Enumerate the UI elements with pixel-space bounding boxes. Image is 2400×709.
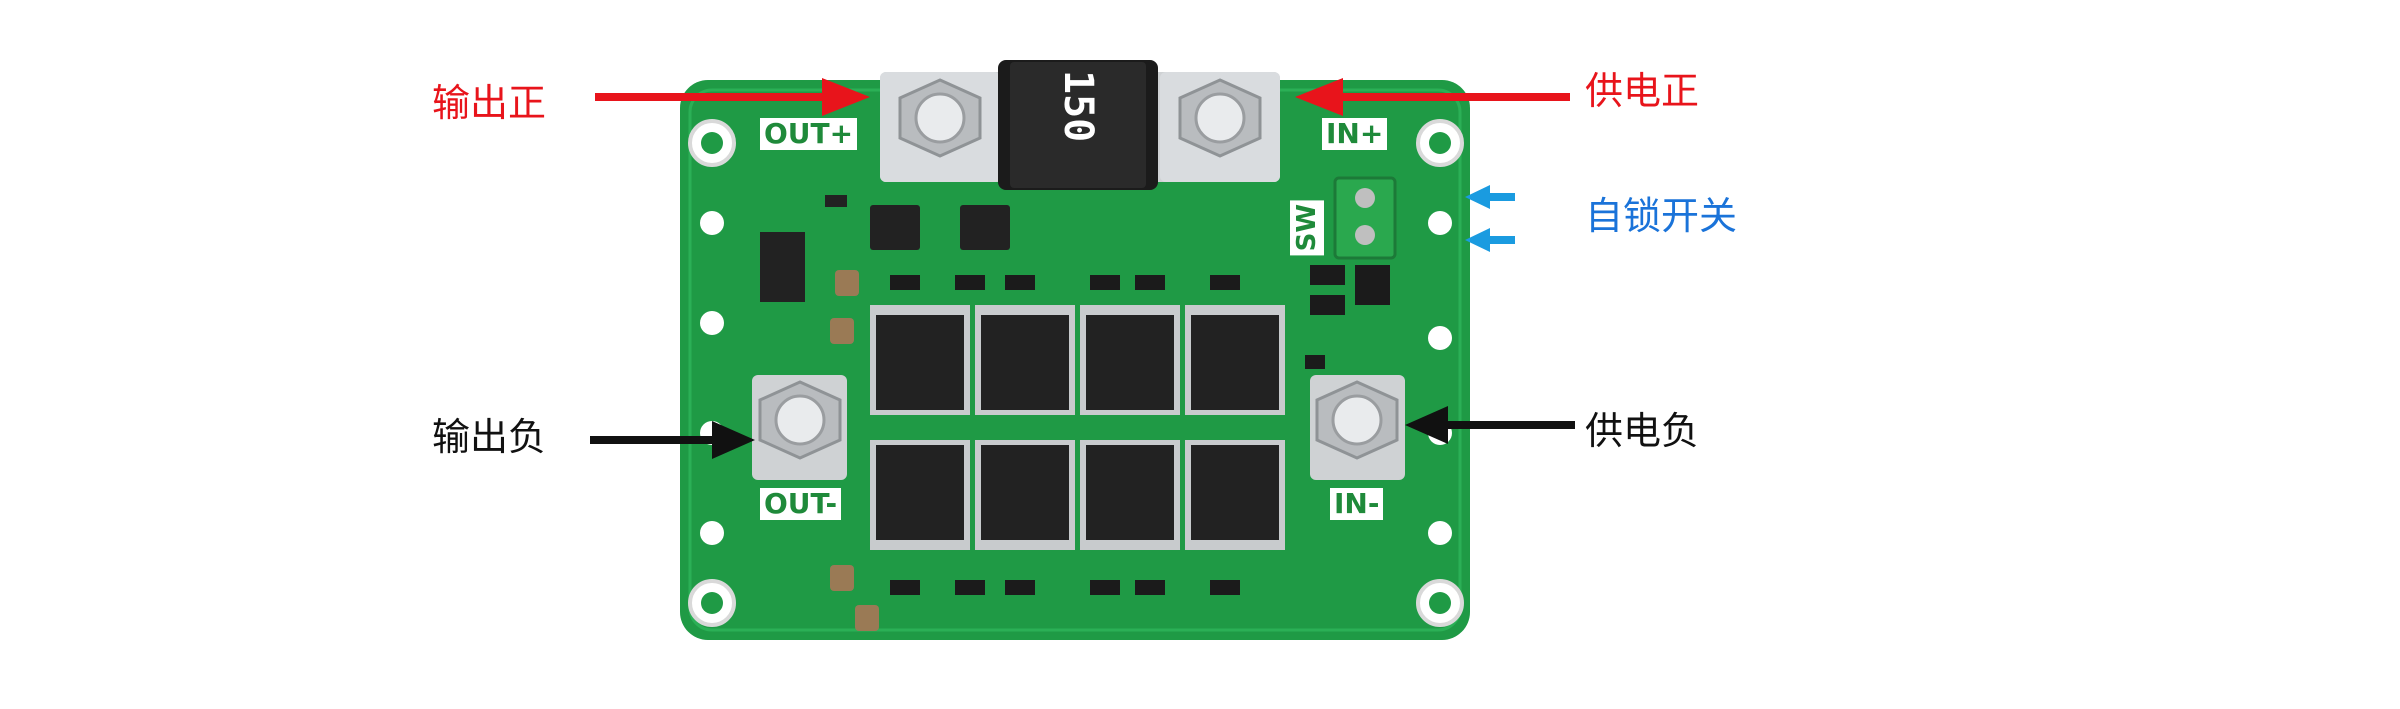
silk-in-pos: IN+	[1322, 118, 1388, 150]
mosfets-lower	[870, 440, 1285, 550]
arrow-out-pos	[595, 78, 870, 116]
mosfets-upper	[870, 305, 1285, 415]
label-in-neg: 供电负	[1585, 409, 1700, 453]
arrow-switch	[1465, 185, 1515, 252]
silk-sw: SW	[1290, 200, 1324, 256]
fuse-value: 150	[1055, 70, 1101, 143]
silk-in-neg: IN-	[1330, 488, 1384, 520]
label-out-pos: 输出正	[432, 81, 547, 125]
arrow-in-neg	[1405, 406, 1575, 444]
small-holes	[700, 211, 1452, 545]
arrow-out-neg	[590, 421, 755, 459]
top-bolts	[898, 78, 1262, 158]
switch-terminal	[1333, 176, 1397, 260]
label-out-neg: 输出负	[432, 415, 547, 459]
label-in-pos: 供电正	[1585, 69, 1700, 113]
label-switch: 自锁开关	[1585, 194, 1738, 238]
mounting-holes	[688, 119, 1464, 627]
silk-out-neg: OUT-	[760, 488, 842, 520]
silk-out-pos: OUT+	[760, 118, 858, 150]
arrow-in-pos	[1295, 78, 1570, 116]
